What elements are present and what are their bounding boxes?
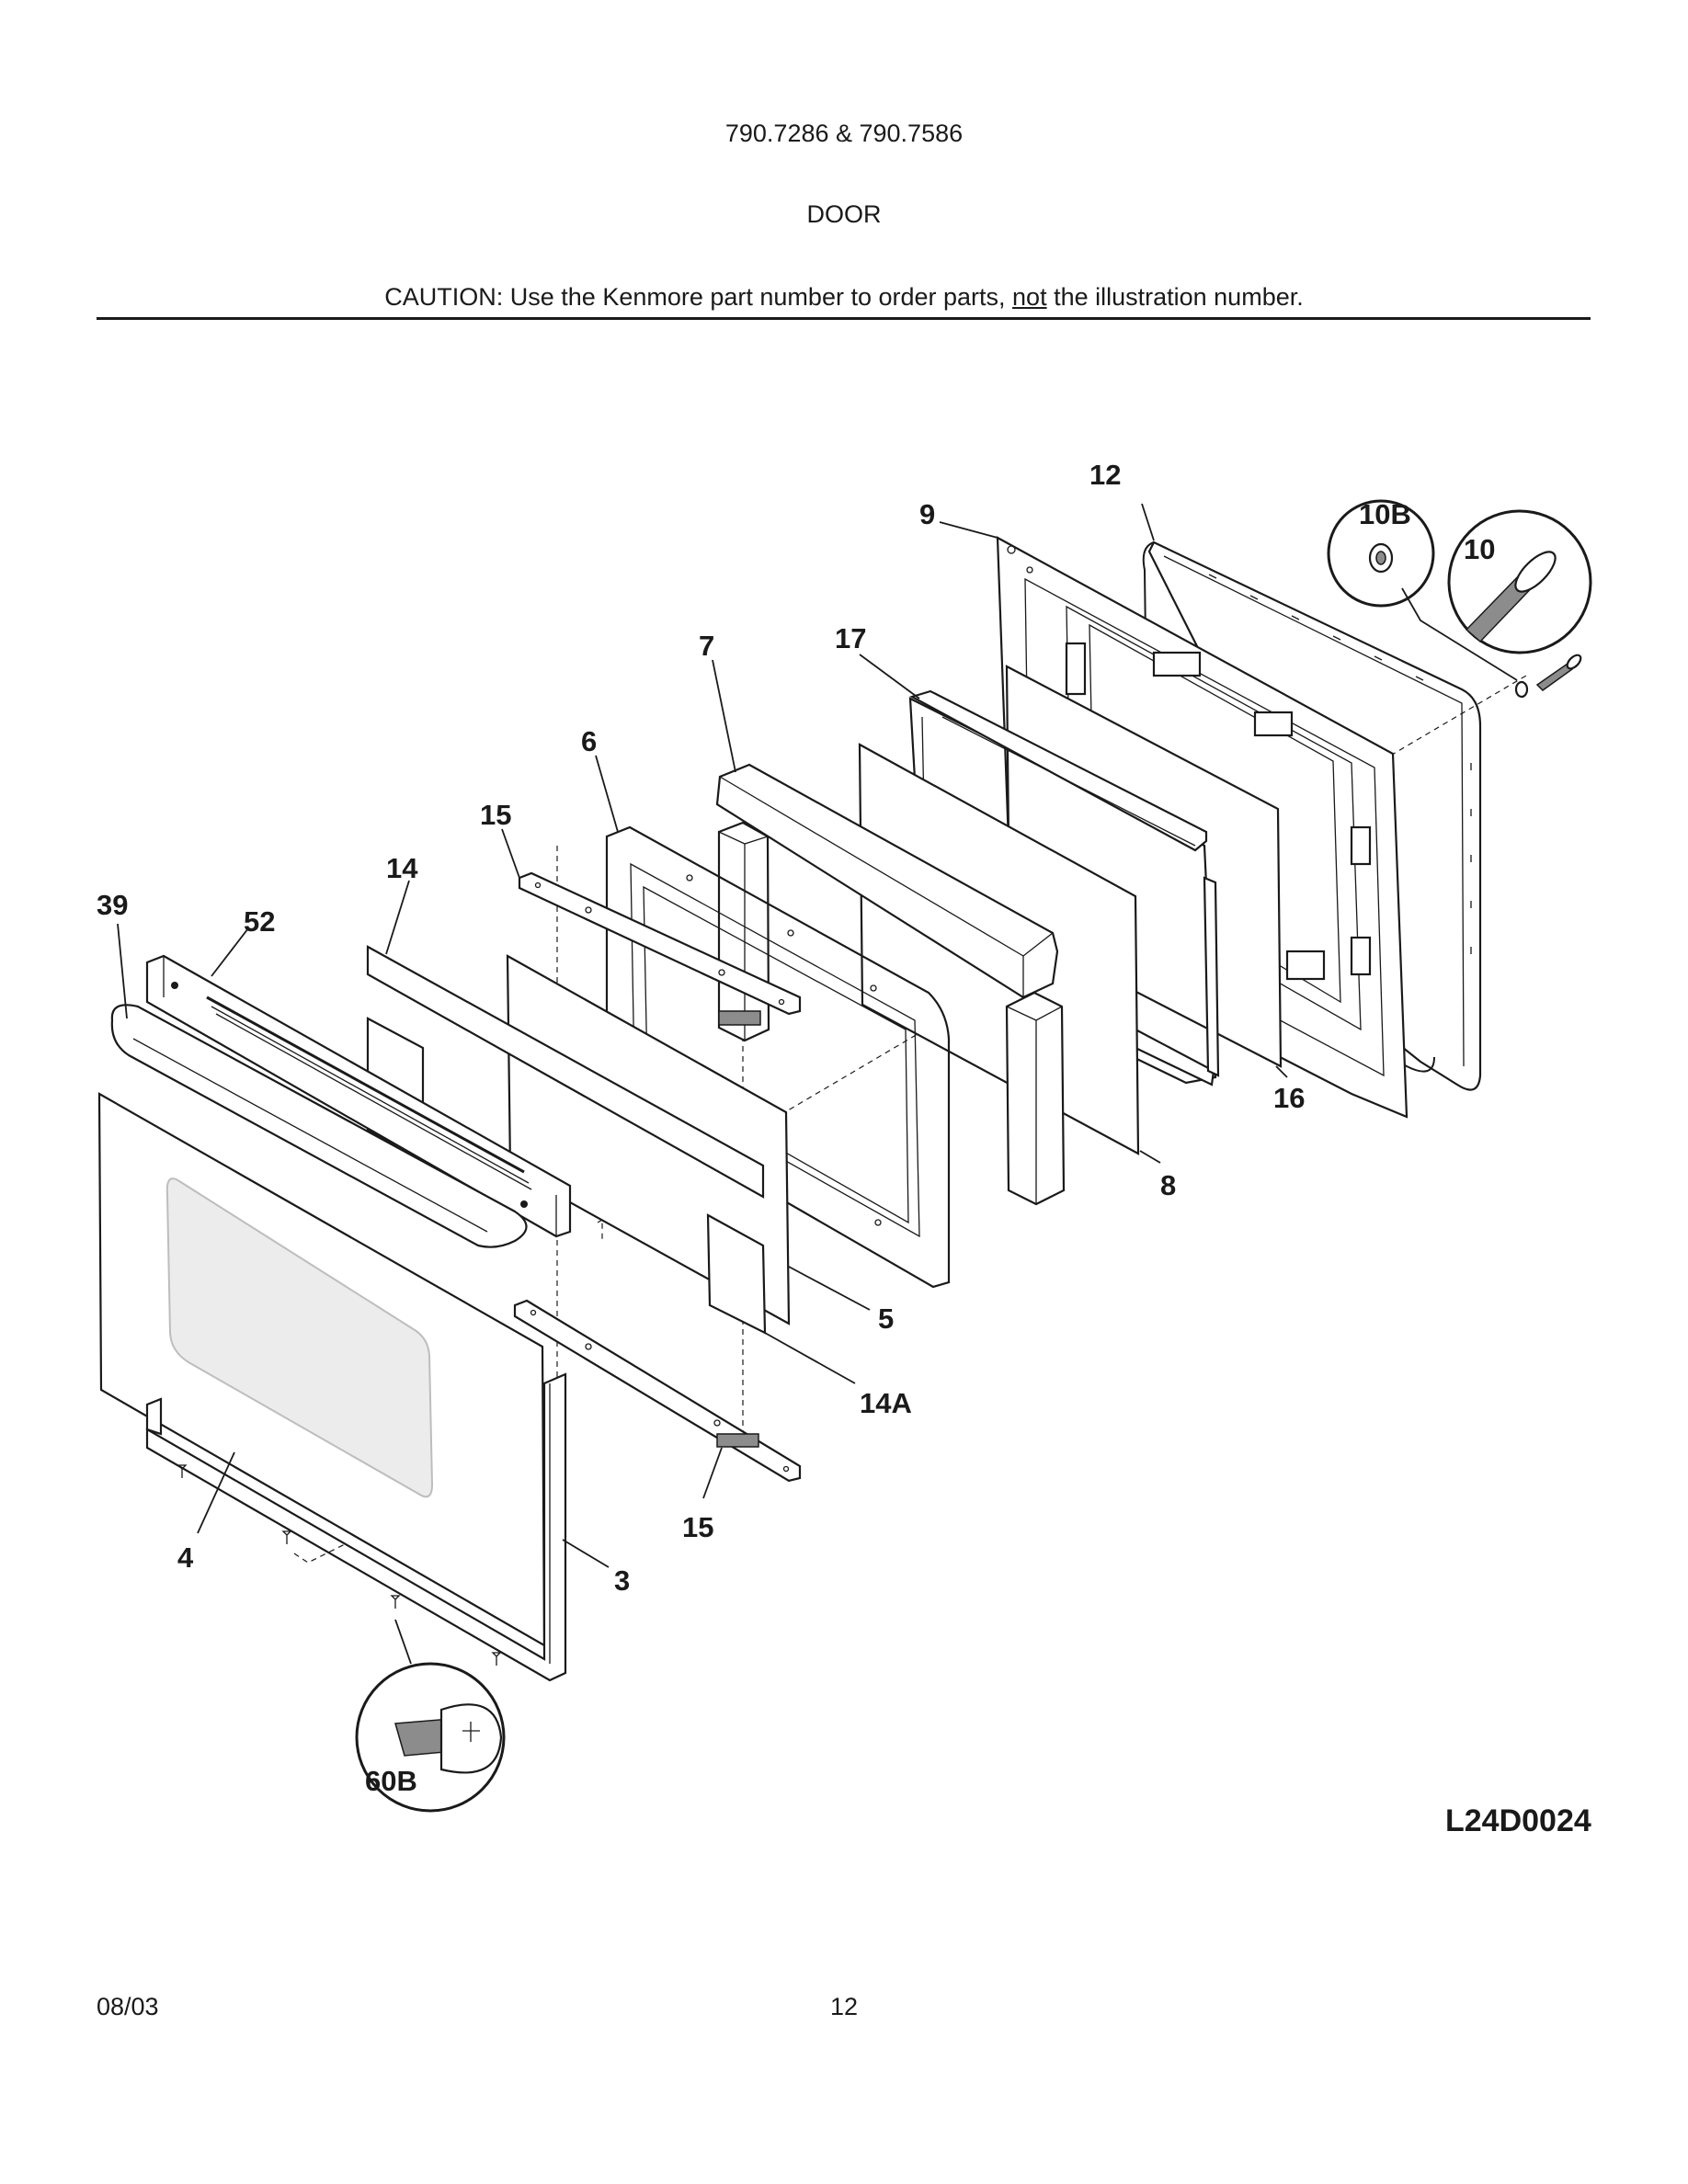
label-part-17: 17 (835, 622, 866, 654)
callout-10-bolt (1447, 509, 1592, 654)
label-part-5: 5 (878, 1302, 894, 1335)
part-52-vent-trim (145, 954, 572, 1238)
part-number-labels: 12 9 10B 10 7 17 6 15 14 39 52 16 8 5 14… (97, 459, 1591, 1838)
label-part-60B: 60B (365, 1765, 417, 1797)
bolt-and-washer-small (1401, 587, 1582, 699)
label-part-3: 3 (614, 1564, 630, 1597)
part-15-bottom-channel (513, 1299, 802, 1483)
label-part-7: 7 (699, 630, 714, 662)
label-part-12: 12 (1089, 459, 1121, 491)
footer-date: 08/03 (97, 1993, 159, 2020)
caution-note: CAUTION: Use the Kenmore part number to … (0, 283, 1688, 312)
label-part-10: 10 (1464, 533, 1495, 565)
part-3-outer-door-panel (97, 1092, 567, 1682)
label-part-4: 4 (177, 1541, 194, 1574)
section-title: DOOR (806, 200, 882, 228)
label-part-15-bottom: 15 (682, 1511, 713, 1543)
drawing-code: L24D0024 (1445, 1803, 1591, 1838)
caution-emphasis: not (1012, 283, 1047, 311)
footer-page-number: 12 (829, 1993, 859, 2020)
part-15-top-channel (518, 871, 802, 1026)
label-part-6: 6 (581, 725, 597, 757)
part-6-door-frame (605, 825, 951, 1289)
screws (177, 1464, 502, 1666)
label-part-39: 39 (97, 889, 128, 921)
callout-10B-washer (1327, 499, 1435, 608)
leader-lines (117, 503, 1288, 1568)
label-part-9: 9 (919, 498, 935, 530)
header-rule (97, 317, 1591, 320)
label-part-16: 16 (1273, 1082, 1305, 1114)
label-part-14A: 14A (860, 1387, 912, 1419)
label-part-10B: 10B (1359, 498, 1411, 530)
callout-60B-screw (355, 1619, 506, 1813)
label-part-14: 14 (386, 852, 418, 884)
caution-text-before: CAUTION: Use the Kenmore part number to … (384, 283, 1013, 311)
caution-text-after: the illustration number. (1046, 283, 1304, 311)
label-part-8: 8 (1160, 1169, 1176, 1201)
part-14-insulation-strip (366, 945, 765, 1199)
model-numbers: 790.7286 & 790.7586 (724, 119, 964, 147)
label-part-15-top: 15 (480, 799, 511, 831)
label-part-52: 52 (244, 905, 275, 938)
part-17-glass-frame (908, 689, 1220, 1086)
